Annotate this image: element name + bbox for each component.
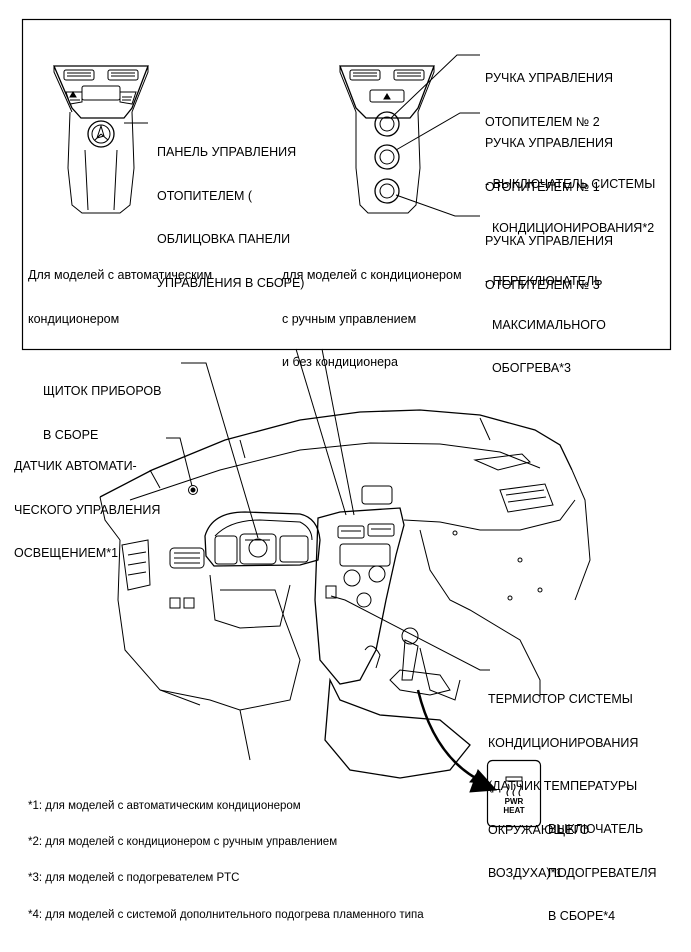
middle-caption: для моделей с кондиционером с ручным упр… [282,268,462,369]
max-heat-label: - ПЕРЕКЛЮЧАТЕЛЬ МАКСИМАЛЬНОГО ОБОГРЕВА*3 [485,274,606,375]
heater-switch-label: ВЫКЛЮЧАТЕЛЬ ПОДОГРЕВАТЕЛЯ В СБОРЕ*4 [548,822,657,923]
heater-switch-box [486,759,542,828]
left-caption: Для моделей с автоматическим кондиционер… [28,268,213,326]
footnote-2: *2: для моделей с кондиционером с ручным… [28,836,338,848]
inset-projection-left [295,348,347,516]
knob3-leader [395,194,480,217]
heat-icon [506,783,522,797]
cluster-label: ЩИТОК ПРИБОРОВ В СБОРЕ [43,384,162,442]
ac-switch-label: - ВЫКЛЮЧАТЕЛЬ СИСТЕМЫ КОНДИЦИОНИРОВАНИЯ*… [485,177,656,235]
knob2-leader [390,54,480,119]
thermistor-leader [330,595,490,671]
knob2-label: РУЧКА УПРАВЛЕНИЯ ОТОПИТЕЛЕМ № 2 [485,71,613,129]
cluster-leader [181,362,259,539]
pwr-heat-text: PWR HEAT [503,797,525,815]
inset-frame [21,18,672,351]
knob1-label: РУЧКА УПРАВЛЕНИЯ ОТОПИТЕЛЕМ № 1 [485,136,613,194]
indicator-lamp [505,776,523,782]
dashboard-drawing [99,409,591,793]
panel-label: ПАНЕЛЬ УПРАВЛЕНИЯ ОТОПИТЕЛЕМ ( ОБЛИЦОВКА… [157,145,305,290]
light-sensor-label: ДАТЧИК АВТОМАТИ- ЧЕСКОГО УПРАВЛЕНИЯ ОСВЕ… [14,459,161,560]
inset-projection-right [321,348,355,516]
footnote-3: *3: для моделей с подогревателем PTC [28,872,240,884]
footnote-1: *1: для моделей с автоматическим кондици… [28,800,301,812]
auto-ac-panel-drawing [53,65,149,214]
knob1-leader [395,112,480,151]
thermistor-label: ТЕРМИСТОР СИСТЕМЫ КОНДИЦИОНИРОВАНИЯ (ДАТ… [488,692,639,880]
footnote-4: *4: для моделей с системой дополнительно… [28,909,424,921]
knob3-label: РУЧКА УПРАВЛЕНИЯ ОТОПИТЕЛЕМ № 3 [485,234,613,292]
manual-ac-panel-drawing [339,65,435,214]
light-sensor-leader [166,437,193,487]
